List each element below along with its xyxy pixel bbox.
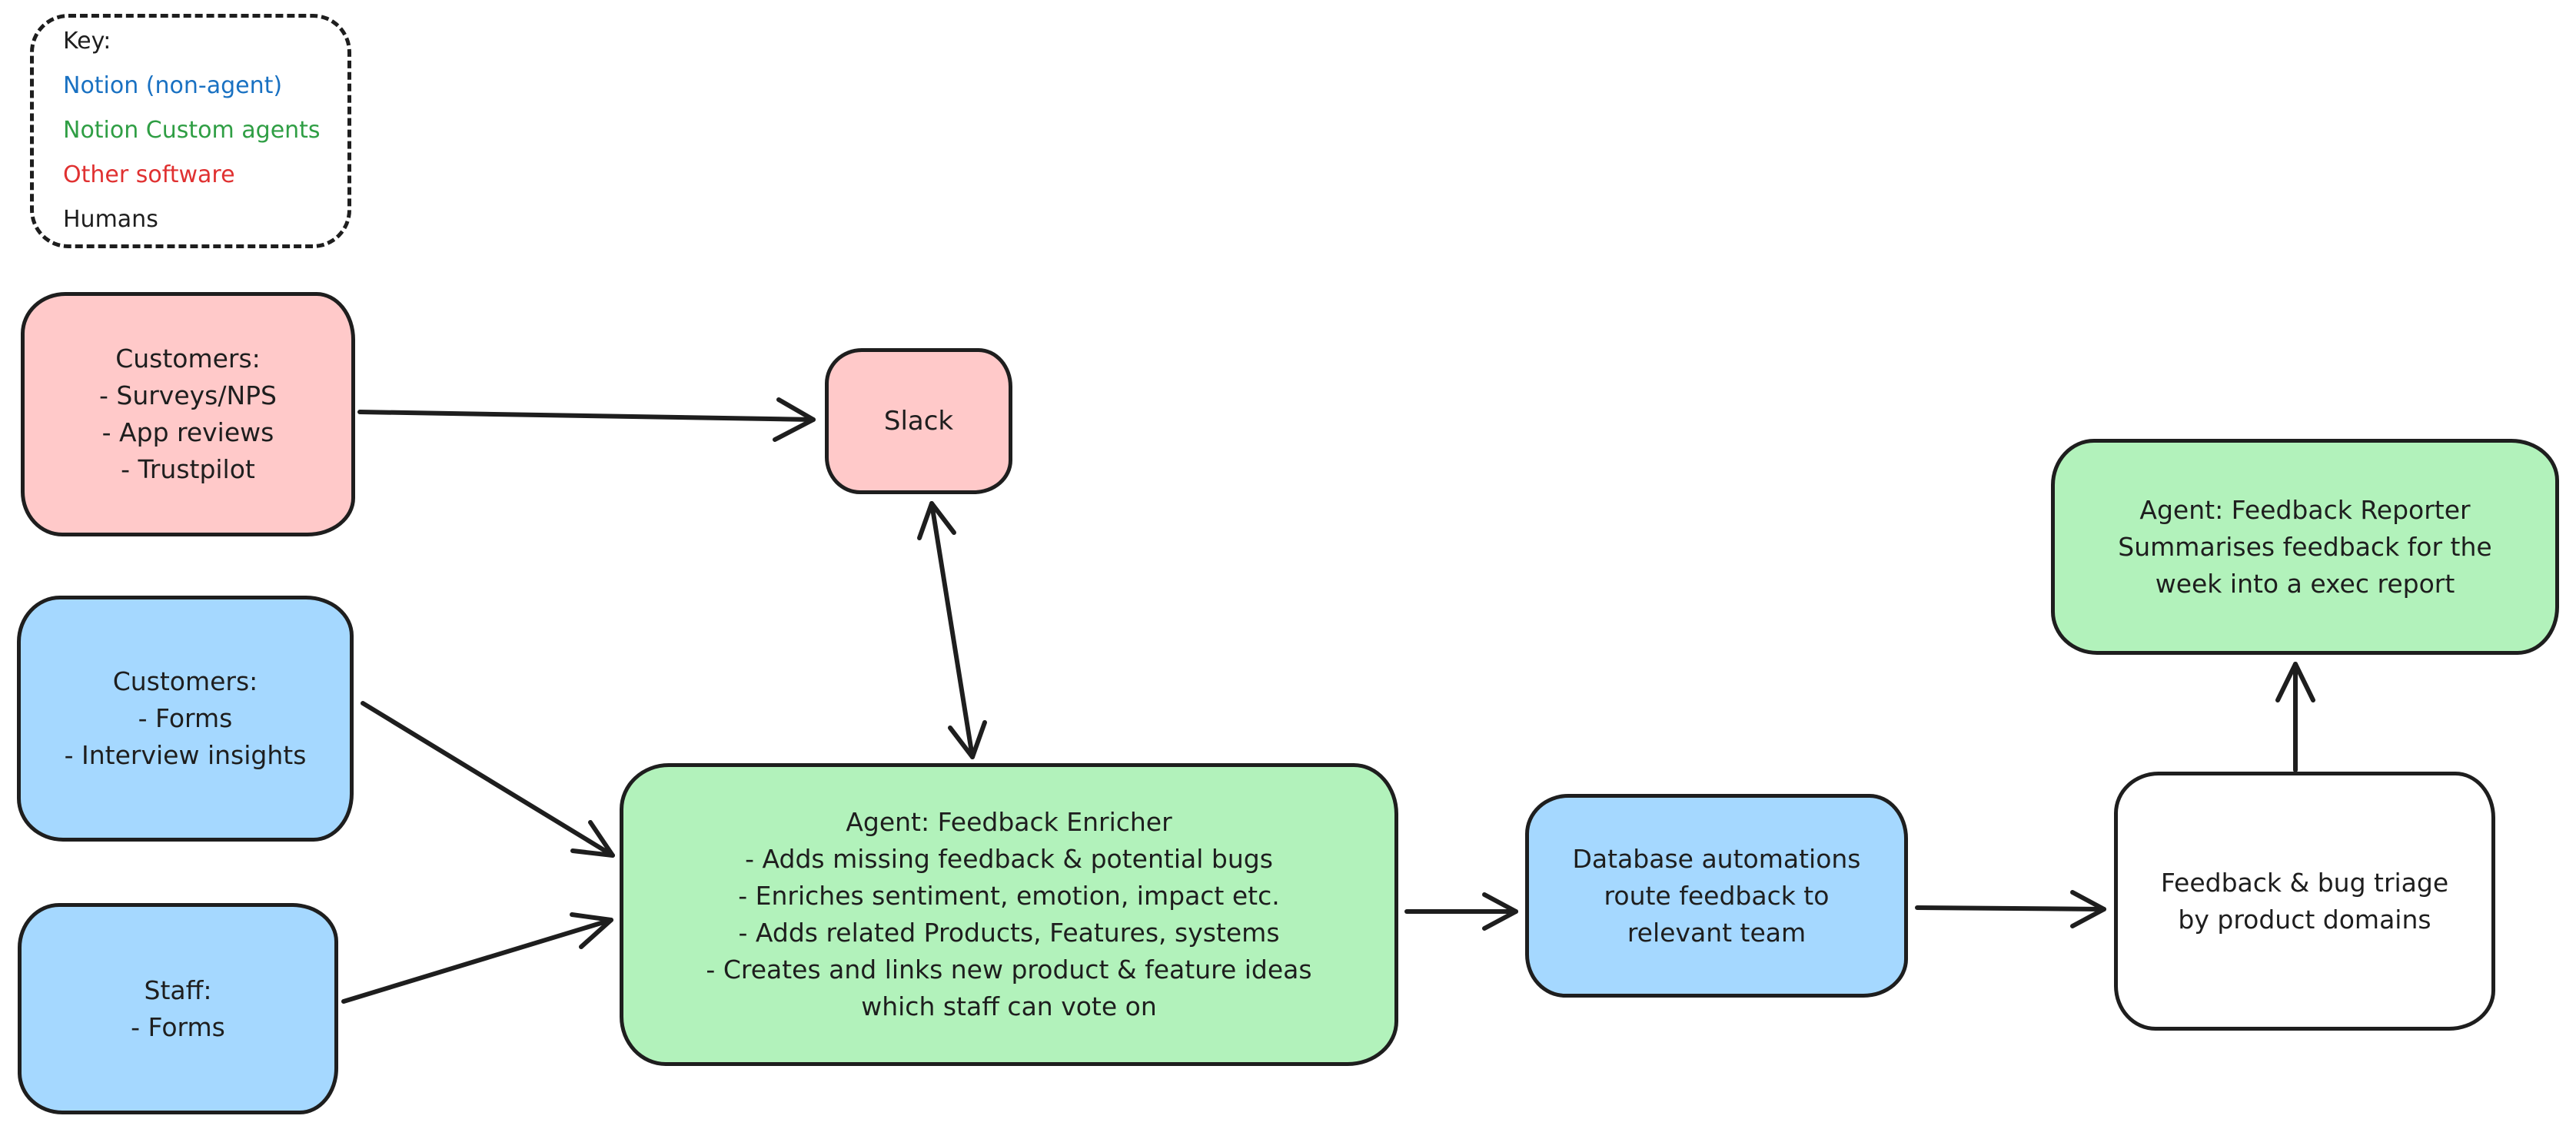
node-text-line: Customers: (115, 344, 261, 374)
edge-triage-to-reporter (2275, 662, 2315, 772)
node-text-line: - Enriches sentiment, emotion, impact et… (738, 881, 1280, 911)
node-text-line: Staff: (144, 975, 212, 1005)
edge-slack-enricher-bidirectional (917, 501, 987, 759)
node-text-line: which staff can vote on (861, 991, 1157, 1021)
node-text-line: Summarises feedback for the (2118, 531, 2492, 562)
node-text-line: - Creates and links new product & featur… (706, 955, 1312, 985)
edge-database-to-triage (1915, 890, 2106, 928)
node-text-line: - Adds related Products, Features, syste… (738, 918, 1280, 948)
node-text-line: week into a exec report (2155, 568, 2455, 599)
node-text-line: - Surveys/NPS (98, 380, 278, 410)
node-staff: Staff: - Forms (18, 903, 338, 1114)
legend-item-other-software: Other software (63, 161, 235, 188)
node-text-line: Database automations (1572, 843, 1861, 874)
edge-customers-sources-to-slack (357, 397, 816, 442)
edge-enricher-to-database (1404, 892, 1518, 931)
node-slack: Slack (825, 348, 1012, 494)
node-text-line: - Trustpilot (121, 454, 255, 484)
node-text-line: Agent: Feedback Enricher (846, 807, 1172, 837)
node-text-line: relevant team (1627, 917, 1807, 948)
node-text-line: by product domains (2178, 904, 2431, 935)
node-text-line: route feedback to (1604, 880, 1830, 911)
node-text-line: - Forms (138, 703, 233, 733)
node-customers-notion: Customers: - Forms - Interview insights (17, 596, 354, 842)
node-agent-feedback-enricher: Agent: Feedback Enricher - Adds missing … (620, 763, 1398, 1066)
node-text-line: - Forms (131, 1011, 225, 1042)
node-text-line: - Adds missing feedback & potential bugs (745, 844, 1273, 874)
key-legend: Key: Notion (non-agent) Notion Custom ag… (30, 14, 351, 248)
node-text-line: - Interview insights (64, 740, 307, 770)
node-text-line: Customers: (112, 666, 258, 696)
node-text-line: Slack (883, 406, 954, 437)
legend-item-humans: Humans (63, 206, 158, 233)
legend-item-notion-custom-agents: Notion Custom agents (63, 117, 321, 144)
node-text-line: Feedback & bug triage (2160, 867, 2449, 898)
node-database-automations: Database automations route feedback to r… (1525, 794, 1908, 998)
edge-staff-to-enricher (341, 912, 613, 1004)
node-feedback-bug-triage: Feedback & bug triage by product domains (2114, 772, 2495, 1031)
legend-title: Key: (63, 28, 111, 55)
node-text-line: - App reviews (101, 417, 274, 447)
edge-customers-notion-to-enricher (361, 701, 615, 858)
legend-item-notion-non-agent: Notion (non-agent) (63, 72, 283, 99)
node-text-line: Agent: Feedback Reporter (2139, 494, 2471, 525)
node-agent-feedback-reporter: Agent: Feedback Reporter Summarises feed… (2051, 439, 2559, 655)
node-customers-external-sources: Customers: - Surveys/NPS - App reviews -… (21, 292, 355, 536)
